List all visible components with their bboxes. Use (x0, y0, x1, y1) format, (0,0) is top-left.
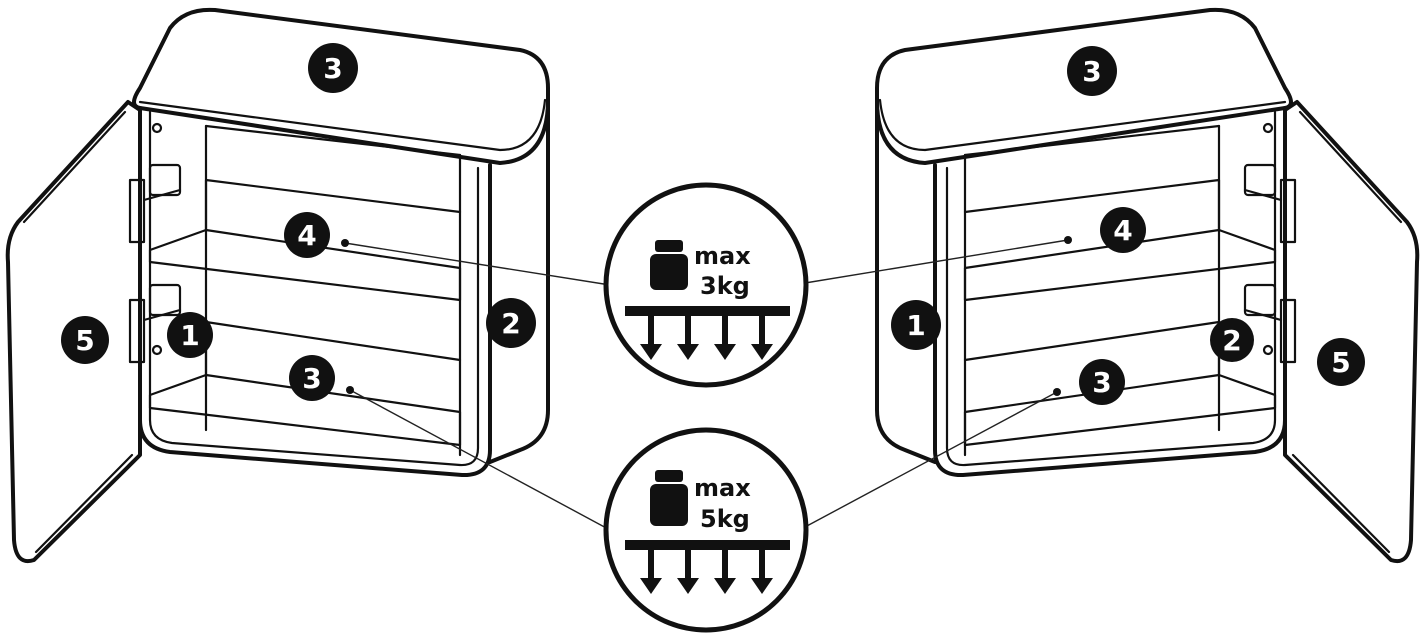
bottom-load-weight: 5kg (700, 505, 750, 533)
svg-text:5: 5 (1331, 346, 1350, 379)
load-limit-shelf: max 3kg (603, 182, 809, 388)
left-hinge-bottom (128, 283, 182, 364)
badge-right-side-right: 2 (1210, 318, 1254, 362)
load-arrows (640, 316, 773, 360)
left-hinge-top (128, 163, 182, 244)
badge-left-side-left: 1 (167, 312, 213, 358)
right-side-panel (875, 98, 937, 464)
right-cabinet (875, 7, 1420, 563)
shelf-load-weight: 3kg (700, 272, 750, 300)
right-front-frame (933, 106, 1287, 478)
left-side-panel (488, 98, 550, 464)
weight-icon (650, 240, 688, 290)
shelf-load-label: max (694, 242, 751, 270)
badge-right-bottom: 3 (1079, 359, 1125, 405)
svg-text:3: 3 (1092, 366, 1111, 399)
load-limit-bottom: max 5kg (603, 427, 809, 633)
svg-text:5: 5 (75, 324, 94, 357)
badge-left-side-right: 2 (486, 298, 536, 348)
left-front-frame (138, 106, 492, 478)
svg-text:1: 1 (906, 309, 925, 342)
svg-text:3: 3 (1082, 55, 1101, 88)
badge-right-side-left: 1 (891, 300, 941, 350)
right-bottom-panel (963, 373, 1277, 447)
load-arrows (640, 550, 773, 594)
bottom-load-label: max (694, 474, 751, 502)
svg-text:3: 3 (323, 52, 342, 85)
left-cabinet (5, 7, 550, 563)
leader-lines (341, 236, 1072, 531)
left-door (5, 100, 142, 563)
svg-text:2: 2 (1222, 324, 1241, 357)
left-shelf (148, 228, 462, 302)
badge-left-bottom: 3 (289, 355, 335, 401)
right-shelf (963, 228, 1277, 302)
svg-text:2: 2 (501, 307, 520, 340)
weight-icon (650, 470, 688, 526)
badge-left-top: 3 (308, 43, 358, 93)
badge-right-shelf: 4 (1100, 207, 1146, 253)
badge-left-shelf: 4 (284, 212, 330, 258)
left-bottom-panel (148, 373, 462, 447)
badge-right-top: 3 (1067, 46, 1117, 96)
right-door (1283, 100, 1420, 563)
svg-text:3: 3 (302, 362, 321, 395)
badge-right-door: 5 (1317, 338, 1365, 386)
svg-text:4: 4 (1113, 214, 1132, 247)
badge-left-door: 5 (61, 316, 109, 364)
part-badges: 3 4 3 2 1 5 3 4 (61, 43, 1365, 405)
svg-text:4: 4 (297, 219, 316, 252)
right-hinge-top (1243, 163, 1297, 244)
svg-text:1: 1 (180, 319, 199, 352)
right-hinge-bottom (1243, 283, 1297, 364)
